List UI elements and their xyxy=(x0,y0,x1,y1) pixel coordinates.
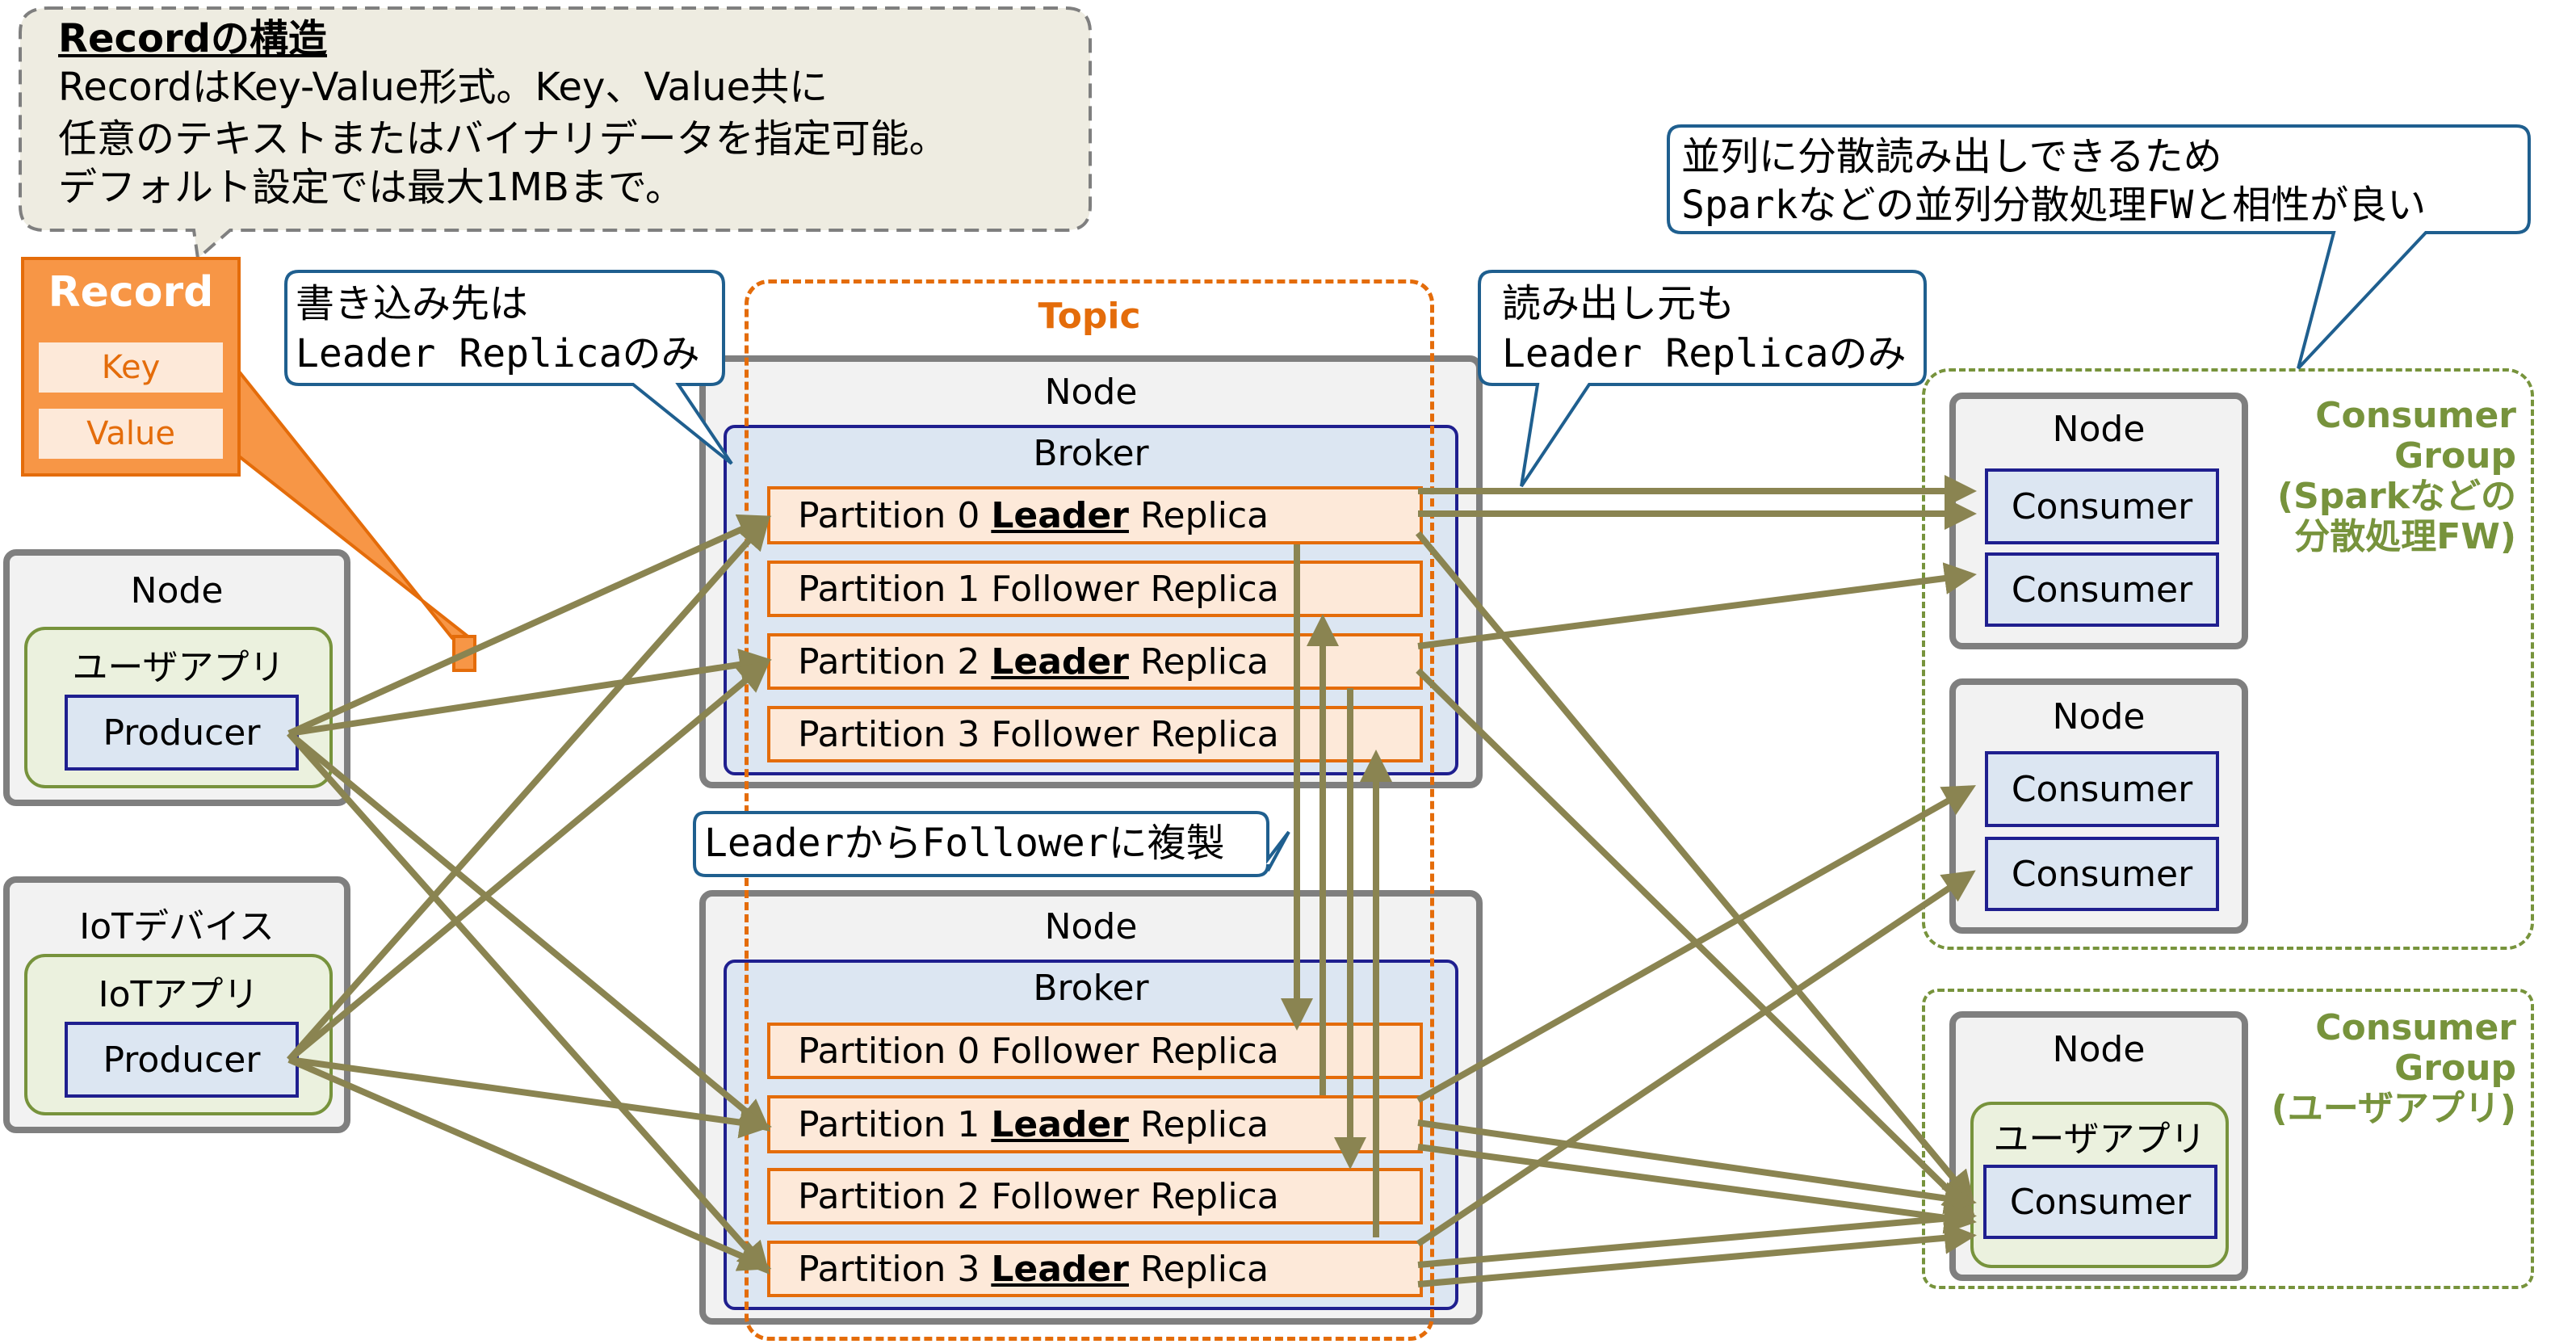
record-box-title: Record xyxy=(48,268,214,317)
broker-2-title: Broker xyxy=(1033,968,1149,1009)
consumer-node-2: Node Consumer Consumer xyxy=(1949,678,2248,934)
producer-node-2: IoTデバイス IoTアプリ Producer xyxy=(3,876,350,1133)
write-arrow-p1-part3b xyxy=(287,731,770,1275)
broker-1-partition-0: Partition 0 Leader Replica xyxy=(767,486,1423,544)
producer-app-1-title: ユーザアプリ xyxy=(72,647,285,688)
write-note-line-2: Leader Replicaのみ xyxy=(296,331,700,376)
write-arrow-p2-part3b xyxy=(287,1056,772,1271)
consumer-2b: Consumer xyxy=(1985,837,2219,911)
write-arrow-p1-part1b xyxy=(287,730,771,1132)
read-p3-c3 xyxy=(1417,1202,1977,1268)
read-p3-c2b xyxy=(1416,870,1976,1247)
broker-1-partition-1: Partition 1 Follower Replica xyxy=(767,561,1423,617)
write-arrow-p1-part0 xyxy=(287,514,772,737)
read-p2-c3 xyxy=(1416,668,1975,1216)
producer-app-2-title: IoTアプリ xyxy=(98,974,259,1015)
broker-2-partition-1: Partition 1 Leader Replica xyxy=(767,1095,1423,1153)
producer-node-1-title: Node xyxy=(130,570,224,611)
consumer-node-1-title: Node xyxy=(2052,409,2146,450)
record-note-line-2: 任意のテキストまたはバイナリデータを指定可能。 xyxy=(58,116,948,162)
consumer-group-userapp-label: Consumer Group (ユーザアプリ) xyxy=(2271,1007,2516,1129)
consumer-node-3: Node ユーザアプリ Consumer xyxy=(1949,1011,2248,1281)
consumer-node-3-app: ユーザアプリ Consumer xyxy=(1970,1102,2229,1268)
read-p0-c3 xyxy=(1415,531,1975,1204)
broker-node-2-title: Node xyxy=(1044,906,1138,947)
broker-1-partition-2: Partition 2 Leader Replica xyxy=(767,633,1423,690)
write-arrow-p2-part0 xyxy=(287,517,770,1062)
consumer-2a: Consumer xyxy=(1985,751,2219,827)
consumer-node-3-title: Node xyxy=(2052,1029,2146,1070)
broker-2-partition-3: Partition 3 Leader Replica xyxy=(767,1241,1423,1297)
parallel-note-line-1: 並列に分散読み出しできるため xyxy=(1681,134,2222,179)
consumer-1a: Consumer xyxy=(1985,468,2219,544)
consumer-node-3-app-title: ユーザアプリ xyxy=(1993,1119,2206,1160)
record-note-line-1: RecordはKey-Value形式。Key、Value共に xyxy=(58,65,829,110)
broker-1: Broker Partition 0 Leader Replica Partit… xyxy=(724,425,1458,775)
parallel-note-line-2: Sparkなどの並列分散処理FWと相性が良い xyxy=(1681,183,2427,228)
read-note-line-1: 読み出し元も xyxy=(1502,281,1735,326)
read-p1-c2a xyxy=(1416,785,1976,1103)
broker-1-partition-3: Partition 3 Follower Replica xyxy=(767,706,1423,762)
broker-2-partition-2: Partition 2 Follower Replica xyxy=(767,1168,1423,1224)
producer-app-2: IoTアプリ Producer xyxy=(24,954,333,1115)
consumer-node-2-title: Node xyxy=(2052,696,2146,737)
write-arrow-p1-part2 xyxy=(288,649,772,737)
broker-2: Broker Partition 0 Follower Replica Part… xyxy=(724,960,1458,1310)
read-p1-c3-2 xyxy=(1417,1144,1977,1234)
record-key-field: Key xyxy=(39,342,223,393)
producer-node-2-title: IoTデバイス xyxy=(79,906,275,947)
broker-node-1: Node Broker Partition 0 Leader Replica P… xyxy=(699,355,1483,788)
consumer-3a: Consumer xyxy=(1983,1165,2217,1239)
read-note-line-2: Leader Replicaのみ xyxy=(1502,331,1907,376)
read-p1-c3 xyxy=(1417,1119,1977,1215)
write-note-line-1: 書き込み先は xyxy=(296,281,529,326)
replicate-note: LeaderからFollowerに複製 xyxy=(704,821,1225,866)
broker-1-title: Broker xyxy=(1033,433,1149,474)
record-note-title: Recordの構造 xyxy=(58,16,327,61)
read-p3-c3-2 xyxy=(1417,1221,1977,1287)
broker-node-1-title: Node xyxy=(1044,372,1138,413)
write-arrow-p2-part2 xyxy=(287,659,771,1063)
topic-label: Topic xyxy=(1038,296,1141,337)
consumer-group-spark-label: Consumer Group (Sparkなどの 分散処理FW) xyxy=(2277,395,2516,557)
producer-app-1: ユーザアプリ Producer xyxy=(24,627,333,788)
consumer-1b: Consumer xyxy=(1985,552,2219,627)
broker-node-2: Node Broker Partition 0 Follower Replica… xyxy=(699,890,1483,1325)
record-value-field: Value xyxy=(39,409,223,459)
producer-2: Producer xyxy=(65,1022,299,1098)
producer-1: Producer xyxy=(65,695,299,771)
producer-node-1: Node ユーザアプリ Producer xyxy=(3,549,350,806)
read-p2-c1b xyxy=(1417,562,1977,649)
record-box: Record Key Value xyxy=(21,257,241,477)
write-arrow-p2-part1b xyxy=(288,1056,772,1139)
consumer-node-1: Node Consumer Consumer xyxy=(1949,393,2248,649)
record-note-line-3: デフォルト設定では最大1MBまで。 xyxy=(58,165,684,210)
broker-2-partition-0: Partition 0 Follower Replica xyxy=(767,1023,1423,1079)
